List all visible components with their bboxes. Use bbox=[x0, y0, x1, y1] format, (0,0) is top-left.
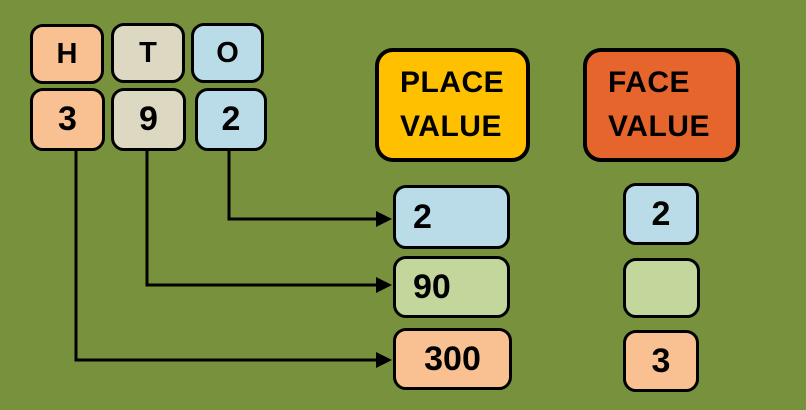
face-value-item-hundreds: 3 bbox=[623, 330, 699, 392]
place-value-header: PLACE VALUE bbox=[375, 48, 530, 162]
face-value-item-ones: 2 bbox=[623, 183, 699, 245]
arrowhead-tens bbox=[376, 277, 392, 293]
place-value-item-tens: 90 bbox=[393, 256, 510, 318]
arrowhead-ones bbox=[376, 211, 392, 227]
face-value-header: FACE VALUE bbox=[583, 48, 740, 162]
arrow-tens-to-place-value bbox=[145, 151, 378, 287]
face-value-header-line2: VALUE bbox=[608, 110, 710, 143]
digit-hundreds: 3 bbox=[30, 88, 105, 151]
column-header-hundreds: H bbox=[30, 24, 104, 84]
face-value-header-line1: FACE bbox=[608, 66, 691, 99]
arrowhead-hundreds bbox=[376, 352, 392, 368]
face-value-item-tens bbox=[623, 258, 700, 318]
column-header-ones: O bbox=[191, 23, 264, 83]
place-value-item-hundreds: 300 bbox=[393, 328, 512, 390]
place-value-item-ones: 2 bbox=[393, 185, 510, 249]
column-header-tens: T bbox=[111, 23, 185, 83]
place-value-header-line1: PLACE bbox=[400, 66, 505, 99]
arrow-ones-to-place-value bbox=[227, 151, 378, 221]
arrow-hundreds-to-place-value bbox=[74, 151, 378, 362]
place-value-header-line2: VALUE bbox=[400, 110, 502, 143]
digit-tens: 9 bbox=[111, 88, 186, 151]
digit-ones: 2 bbox=[195, 88, 267, 151]
